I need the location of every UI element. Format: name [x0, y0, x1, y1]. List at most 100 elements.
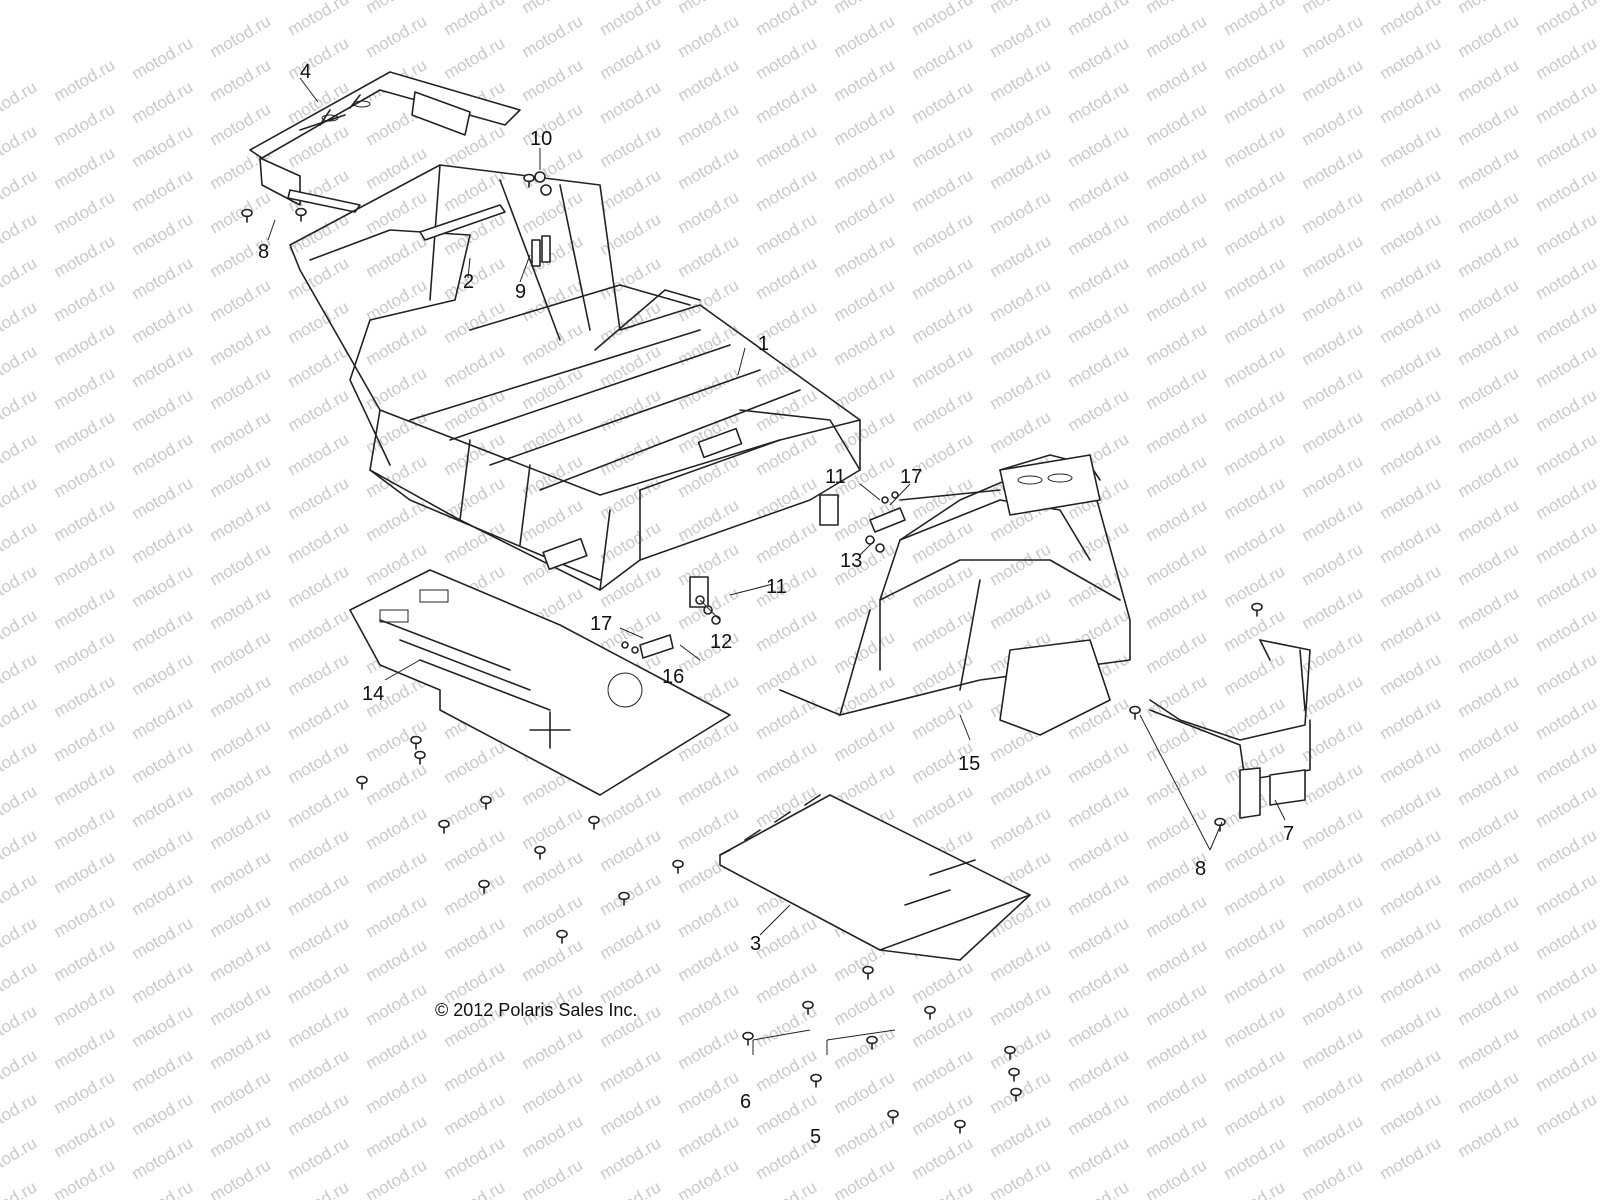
watermark-text: motod.ru	[1455, 847, 1523, 897]
watermark-text: motod.ru	[831, 55, 899, 105]
watermark-text: motod.ru	[909, 385, 977, 435]
watermark-text: motod.ru	[363, 363, 431, 413]
callout-12: 12	[710, 631, 732, 653]
watermark-text: motod.ru	[597, 253, 665, 303]
watermark-text: motod.ru	[597, 825, 665, 875]
watermark-text: motod.ru	[909, 693, 977, 743]
watermark-text: motod.ru	[1455, 275, 1523, 325]
watermark-text: motod.ru	[0, 253, 40, 303]
watermark-text: motod.ru	[1221, 429, 1289, 479]
watermark-text: motod.ru	[909, 1089, 977, 1139]
watermark-text: motod.ru	[1065, 517, 1133, 567]
watermark-text: motod.ru	[1455, 1111, 1523, 1161]
part-9-bracket	[531, 235, 551, 267]
part-10-bolt	[534, 171, 552, 196]
watermark-text: motod.ru	[753, 121, 821, 171]
watermark-text: motod.ru	[1143, 583, 1211, 633]
watermark-text: motod.ru	[1299, 495, 1367, 545]
part-14-center-skid	[349, 569, 731, 796]
watermark-text: motod.ru	[987, 803, 1055, 853]
callout-5: 5	[810, 1126, 821, 1148]
watermark-text: motod.ru	[1221, 341, 1289, 391]
push-rivet	[480, 795, 492, 810]
watermark-text: motod.ru	[597, 341, 665, 391]
watermark-text: motod.ru	[1533, 253, 1600, 303]
watermark-text: motod.ru	[1299, 11, 1367, 61]
push-rivet	[1129, 705, 1141, 720]
watermark-text: motod.ru	[207, 847, 275, 897]
watermark-text: motod.ru	[0, 429, 40, 479]
watermark-text: motod.ru	[441, 825, 509, 875]
watermark-text: motod.ru	[1221, 517, 1289, 567]
watermark-text: motod.ru	[441, 1045, 509, 1095]
watermark-text: motod.ru	[1377, 341, 1445, 391]
watermark-text: motod.ru	[753, 957, 821, 1007]
watermark-text: motod.ru	[363, 803, 431, 853]
watermark-text: motod.ru	[285, 1089, 353, 1139]
watermark-text: motod.ru	[0, 385, 40, 435]
watermark-text: motod.ru	[1533, 825, 1600, 875]
watermark-text: motod.ru	[1377, 385, 1445, 435]
watermark-text: motod.ru	[909, 957, 977, 1007]
watermark-text: motod.ru	[207, 1023, 275, 1073]
watermark-text: motod.ru	[129, 825, 197, 875]
watermark-text: motod.ru	[1377, 33, 1445, 83]
watermark-text: motod.ru	[831, 407, 899, 457]
watermark-text: motod.ru	[1533, 605, 1600, 655]
push-rivet	[534, 845, 546, 860]
watermark-text: motod.ru	[1377, 605, 1445, 655]
watermark-text: motod.ru	[207, 1067, 275, 1117]
watermark-text: motod.ru	[1143, 143, 1211, 193]
push-rivet	[618, 891, 630, 906]
watermark-text: motod.ru	[0, 737, 40, 787]
watermark-text: motod.ru	[285, 1001, 353, 1051]
watermark-text: motod.ru	[0, 297, 40, 347]
watermark-text: motod.ru	[1143, 495, 1211, 545]
watermark-text: motod.ru	[207, 451, 275, 501]
watermark-text: motod.ru	[987, 759, 1055, 809]
watermark-text: motod.ru	[1221, 649, 1289, 699]
watermark-text: motod.ru	[597, 561, 665, 611]
watermark-text: motod.ru	[675, 1067, 743, 1117]
watermark-text: motod.ru	[675, 1155, 743, 1200]
watermark-text: motod.ru	[597, 1089, 665, 1139]
watermark-text: motod.ru	[1221, 1001, 1289, 1051]
watermark-text: motod.ru	[1143, 979, 1211, 1029]
watermark-text: motod.ru	[675, 1023, 743, 1073]
push-rivet	[478, 879, 490, 894]
watermark-text: motod.ru	[0, 869, 40, 919]
watermark-text: motod.ru	[0, 1045, 40, 1095]
watermark-text: motod.ru	[1221, 1045, 1289, 1095]
watermark-text: motod.ru	[519, 55, 587, 105]
watermark-text: motod.ru	[51, 187, 119, 237]
watermark-text: motod.ru	[207, 935, 275, 985]
push-rivet	[241, 208, 253, 223]
watermark-text: motod.ru	[285, 913, 353, 963]
watermark-text: motod.ru	[1533, 737, 1600, 787]
callout-16: 16	[662, 666, 684, 688]
watermark-text: motod.ru	[129, 297, 197, 347]
leader-lines	[267, 77, 1286, 1055]
watermark-text: motod.ru	[1221, 253, 1289, 303]
watermark-text: motod.ru	[441, 869, 509, 919]
watermark-text: motod.ru	[1221, 385, 1289, 435]
watermark-text: motod.ru	[207, 11, 275, 61]
watermark-text: motod.ru	[675, 143, 743, 193]
watermark-text: motod.ru	[0, 1089, 40, 1139]
watermark-text: motod.ru	[363, 1111, 431, 1161]
watermark-text: motod.ru	[1143, 671, 1211, 721]
watermark-text: motod.ru	[753, 1045, 821, 1095]
watermark-text: motod.ru	[129, 165, 197, 215]
watermark-text: motod.ru	[129, 605, 197, 655]
callout-7: 7	[1283, 823, 1294, 845]
watermark-text: motod.ru	[1455, 319, 1523, 369]
watermark-text: motod.ru	[1299, 759, 1367, 809]
watermark-text: motod.ru	[519, 1155, 587, 1200]
watermark-text: motod.ru	[987, 407, 1055, 457]
watermark-text: motod.ru	[207, 275, 275, 325]
watermark-text: motod.ru	[129, 649, 197, 699]
push-rivet	[924, 1005, 936, 1020]
watermark-text: motod.ru	[987, 55, 1055, 105]
watermark-text: motod.ru	[1221, 77, 1289, 127]
